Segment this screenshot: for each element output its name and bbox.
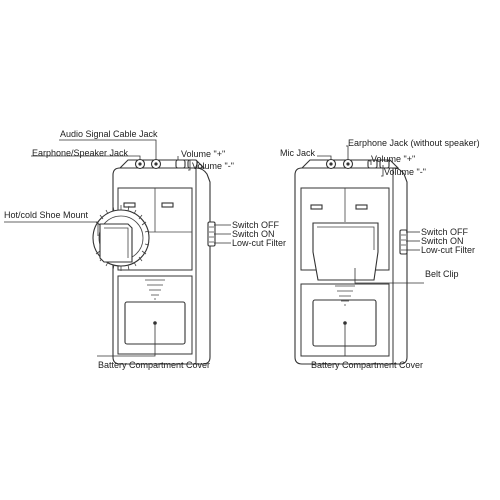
- label-right-battery-compartment-cover: Battery Compartment Cover: [311, 360, 423, 370]
- label-mic-jack: Mic Jack: [280, 148, 316, 158]
- label-audio-signal-cable-jack: Audio Signal Cable Jack: [60, 129, 158, 139]
- right-lower-panel: [300, 283, 390, 357]
- label-left-low-cut-filter: Low-cut Filter: [232, 238, 286, 248]
- label-left-volume-minus: Volume "-": [192, 161, 234, 171]
- label-left-switch-off: Switch OFF: [232, 220, 280, 230]
- left-volume-plus-button: [175, 159, 186, 169]
- shoe-mount-foot: [99, 223, 133, 263]
- left-indicator-right: [161, 202, 174, 208]
- label-right-switch-on: Switch ON: [421, 236, 464, 246]
- left-indicator-left: [123, 202, 136, 208]
- label-left-volume-plus: Volume "+": [181, 149, 225, 159]
- label-right-low-cut-filter: Low-cut Filter: [421, 245, 475, 255]
- left-grip-icon: [145, 279, 165, 300]
- right-volume-minus-button: [379, 159, 390, 169]
- left-leader-lines: [4, 139, 231, 357]
- right-unit: [294, 158, 408, 365]
- right-side-switch: [399, 229, 408, 255]
- label-earphone-jack-without-speaker: Earphone Jack (without speaker): [348, 138, 480, 148]
- label-right-switch-off: Switch OFF: [421, 227, 469, 237]
- label-hot-cold-shoe-mount: Hot/cold Shoe Mount: [4, 210, 89, 220]
- label-belt-clip: Belt Clip: [425, 269, 459, 279]
- label-left-switch-on: Switch ON: [232, 229, 275, 239]
- label-right-volume-minus: Volume "-": [384, 167, 426, 177]
- right-indicator-left: [310, 204, 323, 210]
- right-upper-panel: [300, 187, 390, 271]
- label-earphone-speaker-jack: Earphone/Speaker Jack: [32, 148, 129, 158]
- belt-clip: [312, 222, 379, 281]
- right-volume-plus-button: [367, 159, 378, 169]
- label-right-volume-plus: Volume "+": [371, 154, 415, 164]
- right-leader-lines: [310, 145, 424, 357]
- right-grip-icon: [335, 285, 355, 306]
- right-indicator-right: [355, 204, 368, 210]
- label-left-battery-compartment-cover: Battery Compartment Cover: [98, 360, 210, 370]
- left-unit: [92, 158, 216, 365]
- left-lower-panel: [117, 275, 193, 355]
